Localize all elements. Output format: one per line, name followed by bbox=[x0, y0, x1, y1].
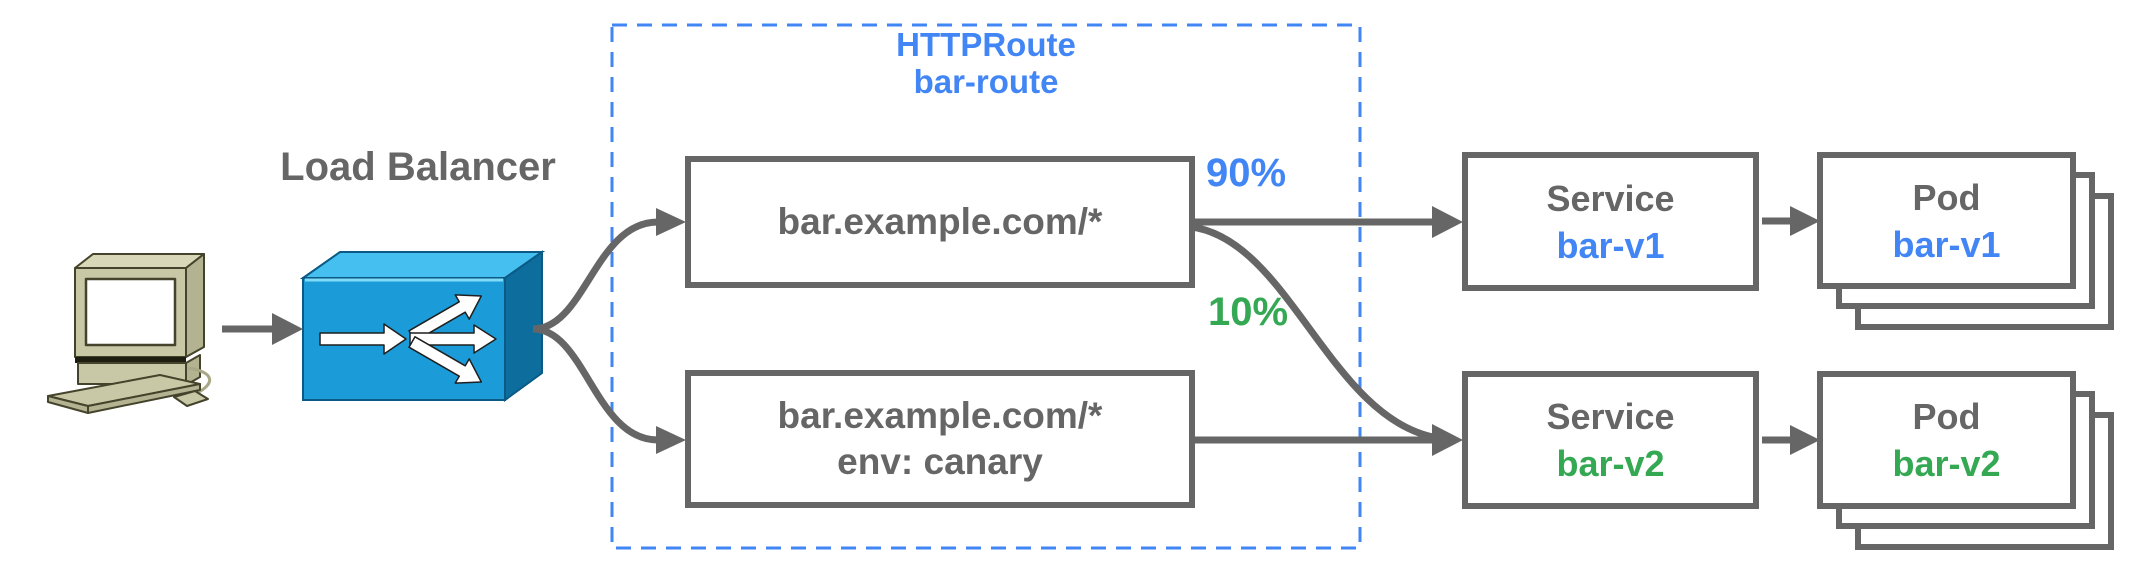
pod-kind: Pod bbox=[1912, 176, 1981, 218]
arrowhead bbox=[656, 208, 686, 236]
route-header-match-text: env: canary bbox=[837, 441, 1043, 482]
arrowhead bbox=[1432, 206, 1463, 238]
keyboard bbox=[47, 374, 201, 407]
service-name: bar-v2 bbox=[1556, 443, 1665, 484]
service-kind: Service bbox=[1546, 396, 1675, 437]
curve-lb-to-route-1 bbox=[532, 218, 659, 333]
route-match-box-1: bar.example.com/* bbox=[685, 156, 1195, 288]
pod-kind: Pod bbox=[1912, 396, 1981, 437]
arrowhead bbox=[1432, 424, 1463, 456]
httproute-kind: HTTPRoute bbox=[896, 26, 1076, 63]
pod-box-bar-v1: Pod bar-v1 bbox=[1817, 152, 2076, 289]
weight-label-10: 10% bbox=[1208, 290, 1289, 334]
load-balancer-icon bbox=[299, 250, 546, 402]
load-balancer-label: Load Balancer bbox=[280, 145, 556, 189]
arrowhead bbox=[1790, 425, 1820, 455]
lb-distribution-arrows bbox=[319, 294, 497, 384]
pod-box-bar-v2: Pod bar-v2 bbox=[1817, 371, 2076, 509]
curve-lb-to-route-2 bbox=[532, 325, 659, 444]
weight-label-90: 90% bbox=[1206, 151, 1287, 195]
pod-name: bar-v1 bbox=[1892, 223, 2001, 265]
arrowhead bbox=[272, 313, 303, 345]
httproute-title: HTTPRoute bar-route bbox=[811, 26, 1161, 100]
service-box-bar-v1: Service bar-v1 bbox=[1462, 152, 1759, 291]
route-match-text: bar.example.com/* bbox=[777, 395, 1103, 436]
service-kind: Service bbox=[1546, 177, 1675, 219]
httproute-name: bar-route bbox=[913, 63, 1059, 100]
service-name: bar-v1 bbox=[1556, 224, 1665, 266]
route-match-text: bar.example.com/* bbox=[777, 201, 1103, 242]
pod-name: bar-v2 bbox=[1892, 443, 2001, 484]
route-match-box-2: bar.example.com/* env: canary bbox=[685, 370, 1195, 508]
mouse bbox=[173, 390, 209, 407]
computer-icon bbox=[47, 253, 211, 414]
mouse-cable bbox=[187, 366, 211, 395]
arrowhead bbox=[1790, 206, 1820, 236]
service-box-bar-v2: Service bar-v2 bbox=[1462, 371, 1759, 509]
arrowhead bbox=[656, 426, 686, 454]
